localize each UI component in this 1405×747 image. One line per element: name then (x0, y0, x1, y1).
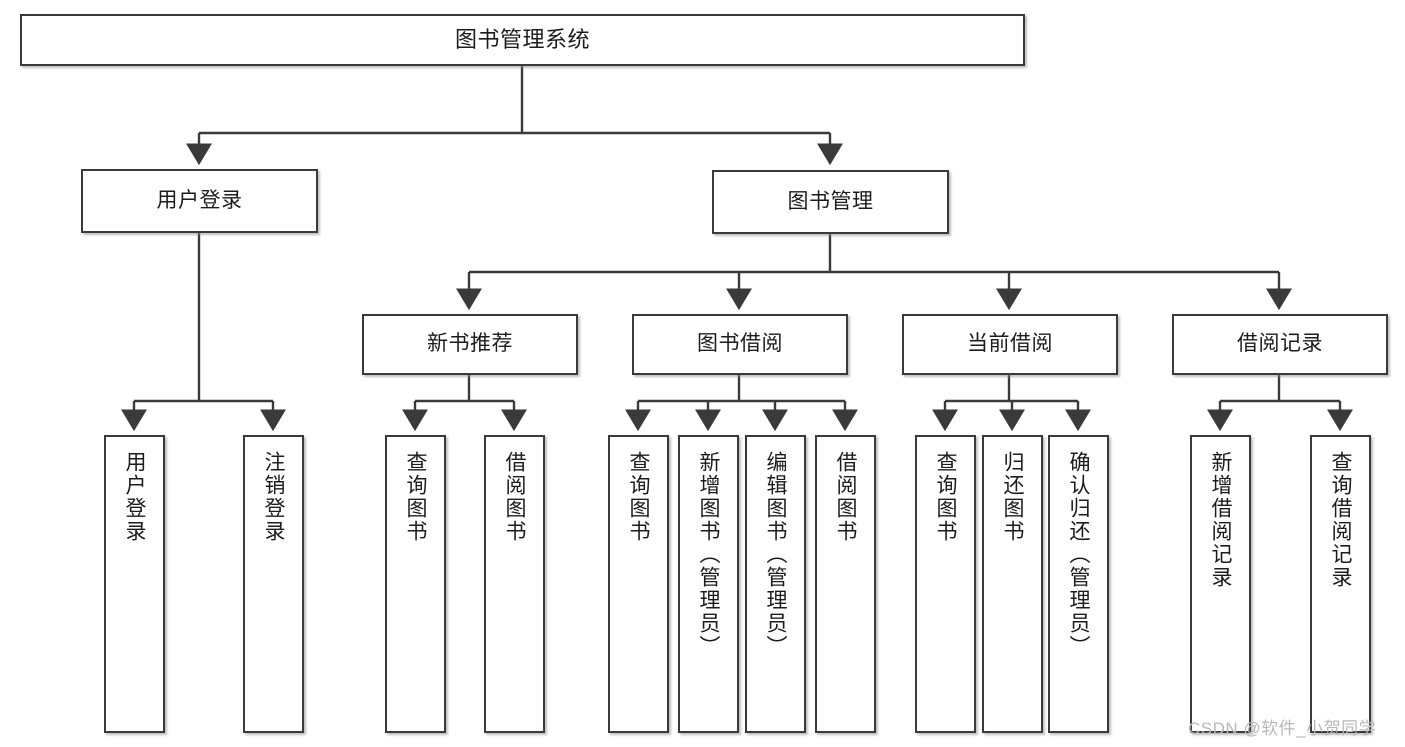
node-book-manage-label: 图书管理 (787, 189, 874, 213)
node-leaf-return-book[interactable]: 归还图书 (982, 435, 1043, 733)
csdn-watermark: CSDN @软件_小贺同学 (1188, 719, 1377, 738)
node-leaf-query-book-1-label: 查询图书 (404, 451, 427, 543)
node-leaf-query-book-3-label: 查询图书 (934, 451, 957, 543)
node-new-book-rec[interactable]: 新书推荐 (362, 314, 578, 375)
node-leaf-logout-label: 注销登录 (262, 451, 285, 543)
node-book-borrow[interactable]: 图书借阅 (632, 314, 848, 375)
node-leaf-borrow-book-1[interactable]: 借阅图书 (484, 435, 545, 733)
node-leaf-borrow-book-2[interactable]: 借阅图书 (815, 435, 876, 733)
node-borrow-record[interactable]: 借阅记录 (1172, 314, 1388, 375)
node-leaf-logout[interactable]: 注销登录 (243, 435, 304, 733)
node-leaf-add-book-label: 新增图书（管理员） (697, 451, 720, 658)
node-user-login-label: 用户登录 (156, 188, 243, 212)
node-book-borrow-label: 图书借阅 (697, 332, 783, 356)
node-root-label: 图书管理系统 (454, 27, 590, 53)
node-leaf-query-book-2[interactable]: 查询图书 (608, 435, 669, 733)
node-leaf-edit-book[interactable]: 编辑图书（管理员） (745, 435, 806, 733)
node-leaf-confirm-return[interactable]: 确认归还（管理员） (1048, 435, 1109, 733)
node-leaf-query-book-3[interactable]: 查询图书 (915, 435, 976, 733)
node-leaf-add-record[interactable]: 新增借阅记录 (1190, 435, 1251, 733)
node-current-borrow-label: 当前借阅 (967, 332, 1053, 356)
node-leaf-add-book[interactable]: 新增图书（管理员） (678, 435, 739, 733)
node-leaf-edit-book-label: 编辑图书（管理员） (764, 451, 787, 658)
node-user-login[interactable]: 用户登录 (81, 169, 318, 233)
node-leaf-return-book-label: 归还图书 (1001, 451, 1024, 543)
node-leaf-query-record[interactable]: 查询借阅记录 (1310, 435, 1371, 733)
node-leaf-confirm-return-label: 确认归还（管理员） (1067, 451, 1090, 658)
node-root[interactable]: 图书管理系统 (20, 14, 1025, 66)
node-leaf-borrow-book-1-label: 借阅图书 (503, 451, 526, 543)
node-leaf-user-login-label: 用户登录 (123, 451, 146, 543)
node-leaf-user-login[interactable]: 用户登录 (104, 435, 165, 733)
node-leaf-add-record-label: 新增借阅记录 (1209, 451, 1232, 589)
node-leaf-query-book-2-label: 查询图书 (627, 451, 650, 543)
node-new-book-rec-label: 新书推荐 (427, 332, 513, 356)
node-leaf-query-book-1[interactable]: 查询图书 (385, 435, 446, 733)
node-current-borrow[interactable]: 当前借阅 (902, 314, 1118, 375)
node-borrow-record-label: 借阅记录 (1237, 332, 1323, 356)
node-leaf-borrow-book-2-label: 借阅图书 (834, 451, 857, 543)
node-book-manage[interactable]: 图书管理 (712, 170, 949, 234)
node-leaf-query-record-label: 查询借阅记录 (1329, 451, 1352, 589)
